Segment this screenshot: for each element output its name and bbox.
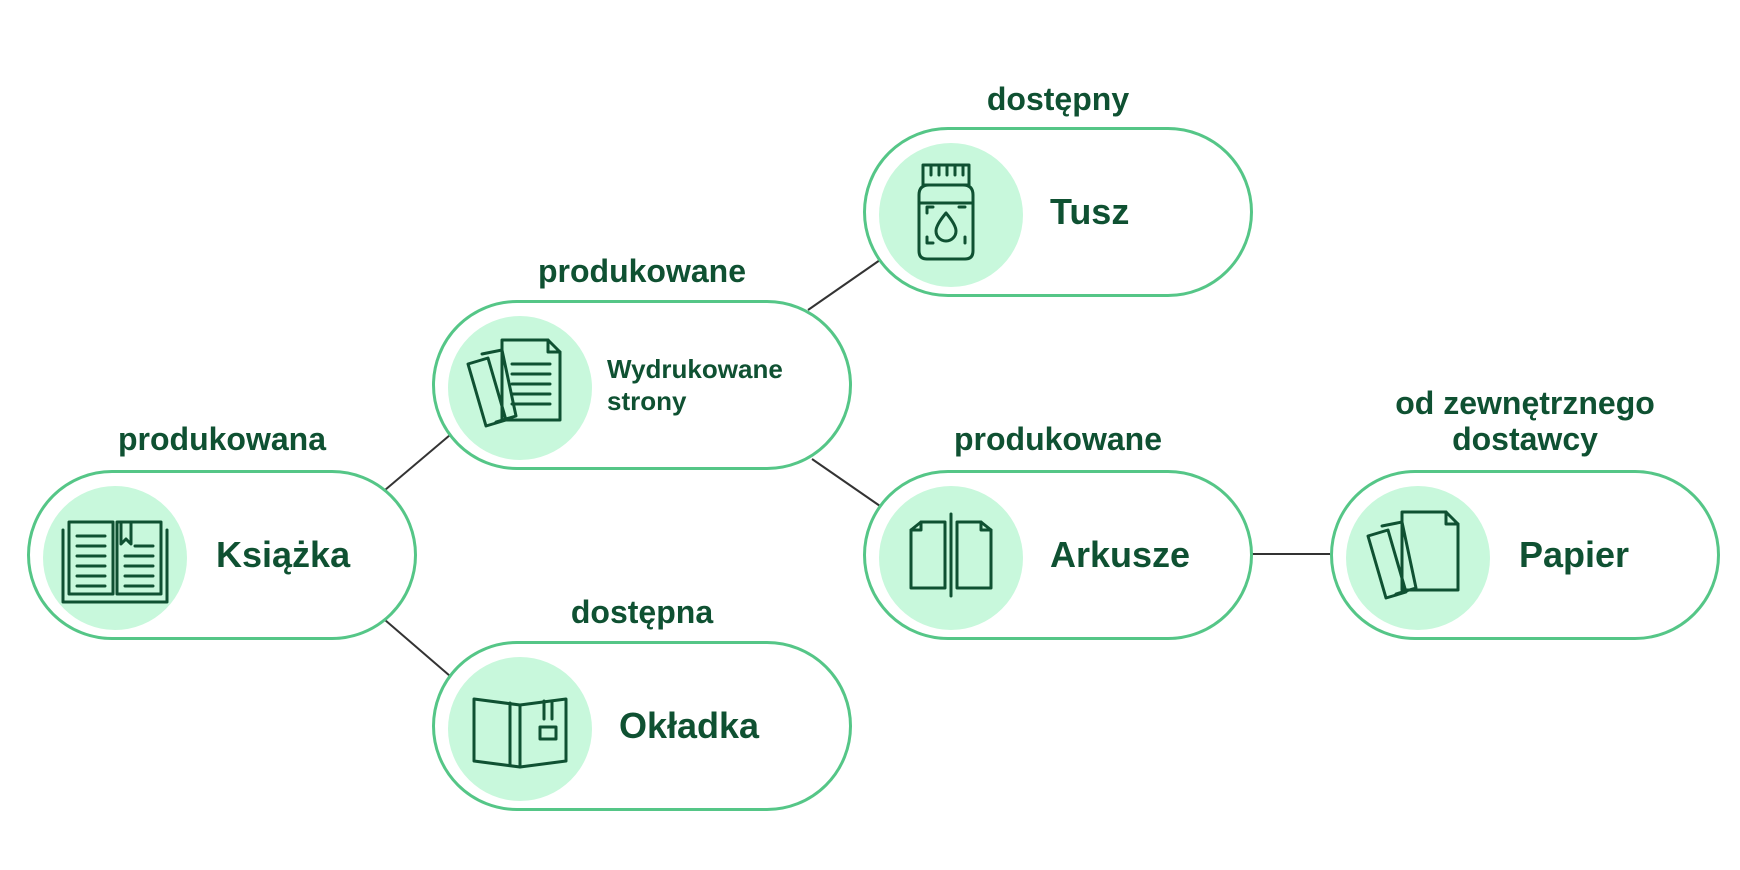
connector-wydrukowane-tusz [807,259,881,311]
status-arkusze: produkowane [953,421,1162,457]
status-ksiazka: produkowana [117,421,326,457]
paper-stack-icon [1346,486,1490,630]
ink-bottle-icon [879,143,1023,287]
label-okladka: Okładka [619,705,760,746]
label-arkusze: Arkusze [1050,534,1191,575]
node-papier: Papier [1330,470,1720,640]
node-ksiazka: Książka [27,470,417,640]
node-wydrukowane-strony: Wydrukowane strony [432,300,852,470]
book-open-icon [43,486,187,630]
status-papier: od zewnętrznego dostawcy [1395,385,1655,457]
connector-ksiazka-okladka [384,619,451,677]
connector-wydrukowane-arkusze [811,458,881,507]
node-tusz: Tusz [863,127,1253,297]
label-papier: Papier [1519,534,1630,575]
label-tusz: Tusz [1050,191,1130,232]
node-arkusze: Arkusze [863,470,1253,640]
connector-ksiazka-wydrukowane [384,434,451,491]
printed-pages-icon [448,316,592,460]
status-tusz: dostępny [986,81,1130,117]
label-wydrukowane-strony: Wydrukowane strony [607,354,783,416]
book-cover-icon [448,657,592,801]
label-ksiazka: Książka [216,534,351,575]
status-wydrukowane: produkowane [537,253,746,289]
node-okladka: Okładka [432,641,852,811]
status-okladka: dostępna [570,594,714,630]
sheets-icon [879,486,1023,630]
